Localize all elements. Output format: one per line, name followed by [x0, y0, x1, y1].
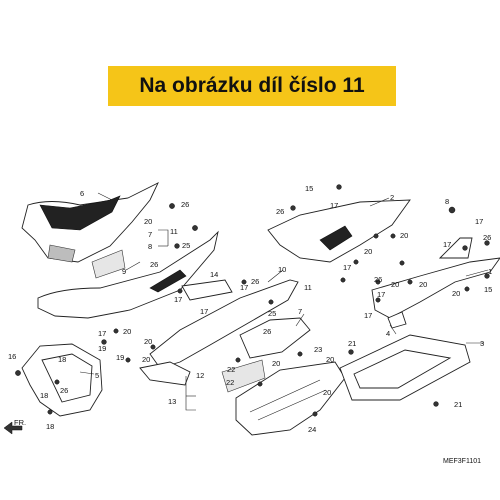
callout-7b: 7 [298, 307, 302, 316]
callout-20b: 20 [123, 327, 131, 336]
part-9-left-side-panel [37, 230, 219, 319]
callout-20d: 20 [142, 355, 150, 364]
callout-20c: 20 [144, 337, 152, 346]
callout-1: 1 [488, 267, 492, 276]
callout-20l: 20 [452, 289, 460, 298]
callout-20i: 20 [364, 247, 372, 256]
callout-17c: 17 [240, 283, 248, 292]
part-1-rear-rail [371, 237, 500, 319]
callout-13: 13 [168, 397, 176, 406]
part-7-lower-cover [221, 317, 311, 393]
callout-22: 22 [227, 365, 235, 374]
front-label: FR. [14, 418, 26, 427]
callout-22b: 22 [226, 378, 234, 387]
callout-19: 19 [98, 344, 106, 353]
callout-24: 24 [308, 425, 316, 434]
callout-10: 10 [278, 265, 286, 274]
part-14-bracket [181, 279, 233, 301]
callout-26c: 26 [251, 277, 259, 286]
highlight-banner: Na obrázku díl číslo 11 [108, 66, 396, 106]
callout-20k: 20 [419, 280, 427, 289]
callout-14: 14 [210, 270, 218, 279]
callout-17j: 17 [443, 240, 451, 249]
callout-5: 5 [95, 371, 99, 380]
part-3-lower-tray [339, 334, 471, 401]
callout-17e: 17 [330, 201, 338, 210]
callout-17: 17 [174, 295, 182, 304]
fasteners [15, 184, 490, 417]
front-arrow: FR. [3, 418, 26, 435]
callout-11: 11 [170, 227, 178, 236]
callout-17g: 17 [377, 290, 385, 299]
callout-8: 8 [148, 242, 152, 251]
part-6-left-upper-cover [21, 182, 159, 263]
callout-20j: 20 [391, 280, 399, 289]
callout-21b: 21 [454, 400, 462, 409]
callout-3: 3 [480, 339, 484, 348]
callout-17h: 17 [364, 311, 372, 320]
callout-17b: 17 [200, 307, 208, 316]
callout-18: 18 [58, 355, 66, 364]
callout-20: 20 [144, 217, 152, 226]
callout-26b: 26 [150, 260, 158, 269]
callout-26: 26 [181, 200, 189, 209]
callout-4: 4 [386, 329, 390, 338]
callout-numbers: 6 26 20 11 7 8 25 26 9 14 26 10 17 17 17… [8, 184, 492, 434]
callout-23: 23 [314, 345, 322, 354]
callout-20f: 20 [326, 355, 334, 364]
callout-15: 15 [305, 184, 313, 193]
callout-18c: 18 [46, 422, 54, 431]
callout-11b: 11 [304, 283, 312, 292]
callout-26g: 26 [374, 275, 382, 284]
callout-21: 21 [348, 339, 356, 348]
callout-17f: 17 [343, 263, 351, 272]
callout-26f: 26 [276, 207, 284, 216]
callout-16: 16 [8, 352, 16, 361]
callout-26h: 26 [483, 233, 491, 242]
callout-25: 25 [182, 241, 190, 250]
callout-7: 7 [148, 230, 152, 239]
callout-2: 2 [390, 193, 394, 202]
part-4-clip [387, 311, 407, 329]
callout-17i: 17 [475, 217, 483, 226]
callout-8b: 8 [445, 197, 449, 206]
callout-20g: 20 [323, 388, 331, 397]
part-13-floor-panel [235, 361, 346, 436]
part-10-center-floor-side [139, 279, 299, 386]
callout-9: 9 [122, 267, 126, 276]
callout-25b: 25 [268, 309, 276, 318]
callout-20e: 20 [272, 359, 280, 368]
leader-lines [79, 192, 489, 411]
callout-19b: 19 [116, 353, 124, 362]
callout-12: 12 [196, 371, 204, 380]
callout-15b: 15 [484, 285, 492, 294]
callout-17d: 17 [98, 329, 106, 338]
callout-26d: 26 [263, 327, 271, 336]
callout-20h: 20 [400, 231, 408, 240]
part-2-right-upper-cover [267, 199, 411, 263]
callout-26e: 26 [60, 386, 68, 395]
callout-6: 6 [80, 189, 84, 198]
diagram-code: MEF3F1101 [443, 458, 481, 465]
callout-18b: 18 [40, 391, 48, 400]
part-5-left-lower-bracket [21, 343, 103, 417]
